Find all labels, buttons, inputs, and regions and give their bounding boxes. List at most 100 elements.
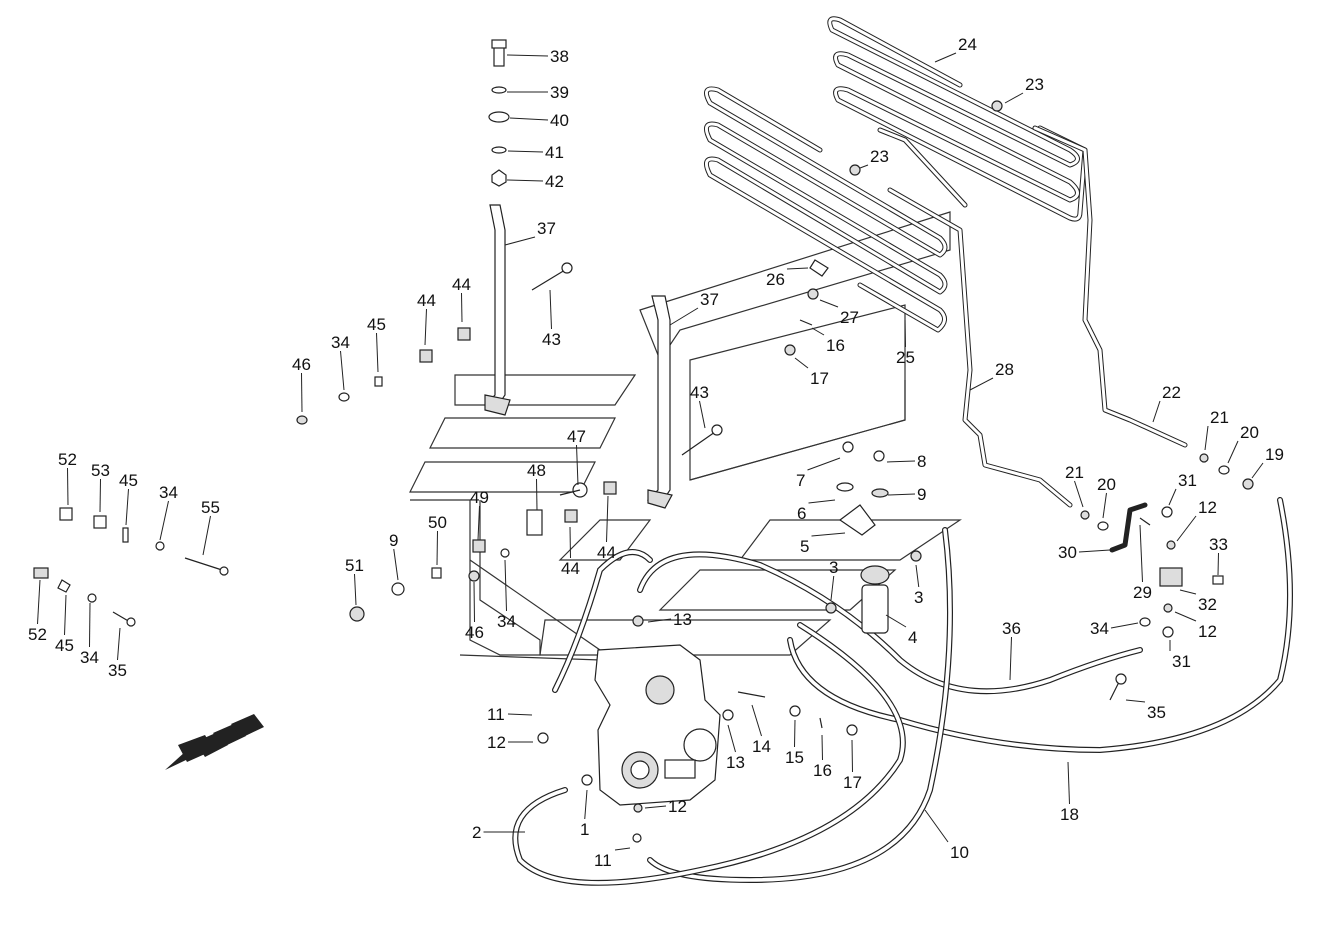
leader-lines	[37, 52, 1264, 851]
radiator-coil-upper	[827, 16, 1088, 222]
leader-c34c	[89, 602, 91, 648]
leader-c12c	[1176, 515, 1197, 542]
leader-c37a	[504, 236, 536, 246]
callout-c37b: 37	[700, 290, 719, 309]
callout-c23b: 23	[870, 147, 889, 166]
callout-c2: 2	[472, 823, 481, 842]
leader-c10	[924, 809, 949, 843]
leader-c36	[1009, 636, 1012, 681]
callout-c8: 8	[917, 452, 926, 471]
leader-c33	[1217, 552, 1219, 576]
leader-c45c	[64, 594, 67, 636]
callout-c26: 26	[766, 270, 785, 289]
callout-c27: 27	[840, 308, 859, 327]
callout-c13a: 13	[673, 610, 692, 629]
leader-c45a	[376, 332, 379, 373]
callout-c30: 30	[1058, 543, 1077, 562]
callout-c51: 51	[345, 556, 364, 575]
callout-c36: 36	[1002, 619, 1021, 638]
pipe-28	[877, 127, 1073, 508]
leader-c44d	[606, 495, 609, 543]
callout-c18: 18	[1060, 805, 1079, 824]
callout-c44b: 44	[452, 275, 471, 294]
callout-c16b: 16	[826, 336, 845, 355]
callout-c31a: 31	[1178, 471, 1197, 490]
leader-c3a	[830, 575, 835, 601]
receiver-dryer	[860, 565, 890, 634]
callout-c12a: 12	[487, 733, 506, 752]
leader-c49	[477, 505, 480, 541]
leader-c18	[1067, 761, 1070, 805]
callout-c5: 5	[800, 537, 809, 556]
leader-c1	[584, 789, 588, 820]
hose-18	[787, 497, 1293, 754]
callout-labels: 1233456789910111112121212131314151616171…	[28, 35, 1284, 870]
bracket-37-right	[646, 295, 673, 509]
leader-c31a	[1168, 488, 1177, 506]
callout-c43a: 43	[542, 330, 561, 349]
callout-c3b: 3	[914, 588, 923, 607]
callout-c9a: 9	[917, 485, 926, 504]
leader-c16a	[821, 734, 823, 761]
callout-c12c: 12	[1198, 498, 1217, 517]
callout-c39: 39	[550, 83, 569, 102]
callout-c44a: 44	[417, 291, 436, 310]
leader-c14	[751, 704, 762, 737]
leader-c34a	[340, 350, 345, 391]
leader-c17a	[851, 739, 853, 773]
leader-c29	[1139, 524, 1143, 583]
callout-c6: 6	[797, 504, 806, 523]
callout-c31b: 31	[1172, 652, 1191, 671]
callout-c48: 48	[527, 461, 546, 480]
callout-c45c: 45	[55, 636, 74, 655]
callout-c50: 50	[428, 513, 447, 532]
callout-c12b: 12	[668, 797, 687, 816]
callout-c20b: 20	[1097, 475, 1116, 494]
callout-c16a: 16	[813, 761, 832, 780]
leader-c16b	[811, 327, 825, 336]
leader-c55	[202, 515, 211, 556]
small-parts	[33, 39, 1254, 843]
callout-c7: 7	[796, 471, 805, 490]
leader-c51	[354, 573, 357, 606]
leader-c13a	[647, 618, 672, 623]
leader-c48	[536, 478, 538, 511]
callout-c3a: 3	[829, 558, 838, 577]
callout-c40: 40	[550, 111, 569, 130]
leader-c34d	[504, 559, 507, 612]
callout-c52b: 52	[28, 625, 47, 644]
leader-c27	[819, 299, 839, 308]
leader-c50	[436, 530, 438, 566]
leader-c12b	[644, 805, 667, 809]
callout-c34b: 34	[159, 483, 178, 502]
callout-c46a: 46	[292, 355, 311, 374]
leader-c45b	[125, 488, 129, 526]
bracket-37-left	[483, 204, 511, 416]
leader-c21a	[1204, 425, 1209, 451]
hose-left	[552, 549, 653, 693]
leader-c35b	[1125, 699, 1146, 703]
compressor-assembly	[594, 644, 721, 806]
leader-c21b	[1074, 480, 1084, 508]
leader-c52b	[37, 579, 41, 625]
callout-c15: 15	[785, 748, 804, 767]
callout-c42: 42	[545, 172, 564, 191]
callout-c33: 33	[1209, 535, 1228, 554]
callout-c46b: 46	[465, 623, 484, 642]
leader-c3b	[915, 564, 920, 588]
callout-c23a: 23	[1025, 75, 1044, 94]
callout-c14: 14	[752, 737, 771, 756]
leader-c20a	[1227, 440, 1239, 464]
callout-c17a: 17	[843, 773, 862, 792]
callout-c34d: 34	[497, 612, 516, 631]
callout-c10: 10	[950, 843, 969, 862]
callout-c11b: 11	[594, 851, 612, 870]
leader-c53	[99, 478, 101, 513]
leader-c25	[904, 319, 906, 348]
leader-c15	[794, 719, 796, 748]
callout-c21b: 21	[1065, 463, 1084, 482]
leader-c42	[506, 179, 544, 182]
hose-2	[512, 622, 906, 886]
leader-c22	[1152, 400, 1161, 423]
leader-c5	[811, 532, 846, 537]
